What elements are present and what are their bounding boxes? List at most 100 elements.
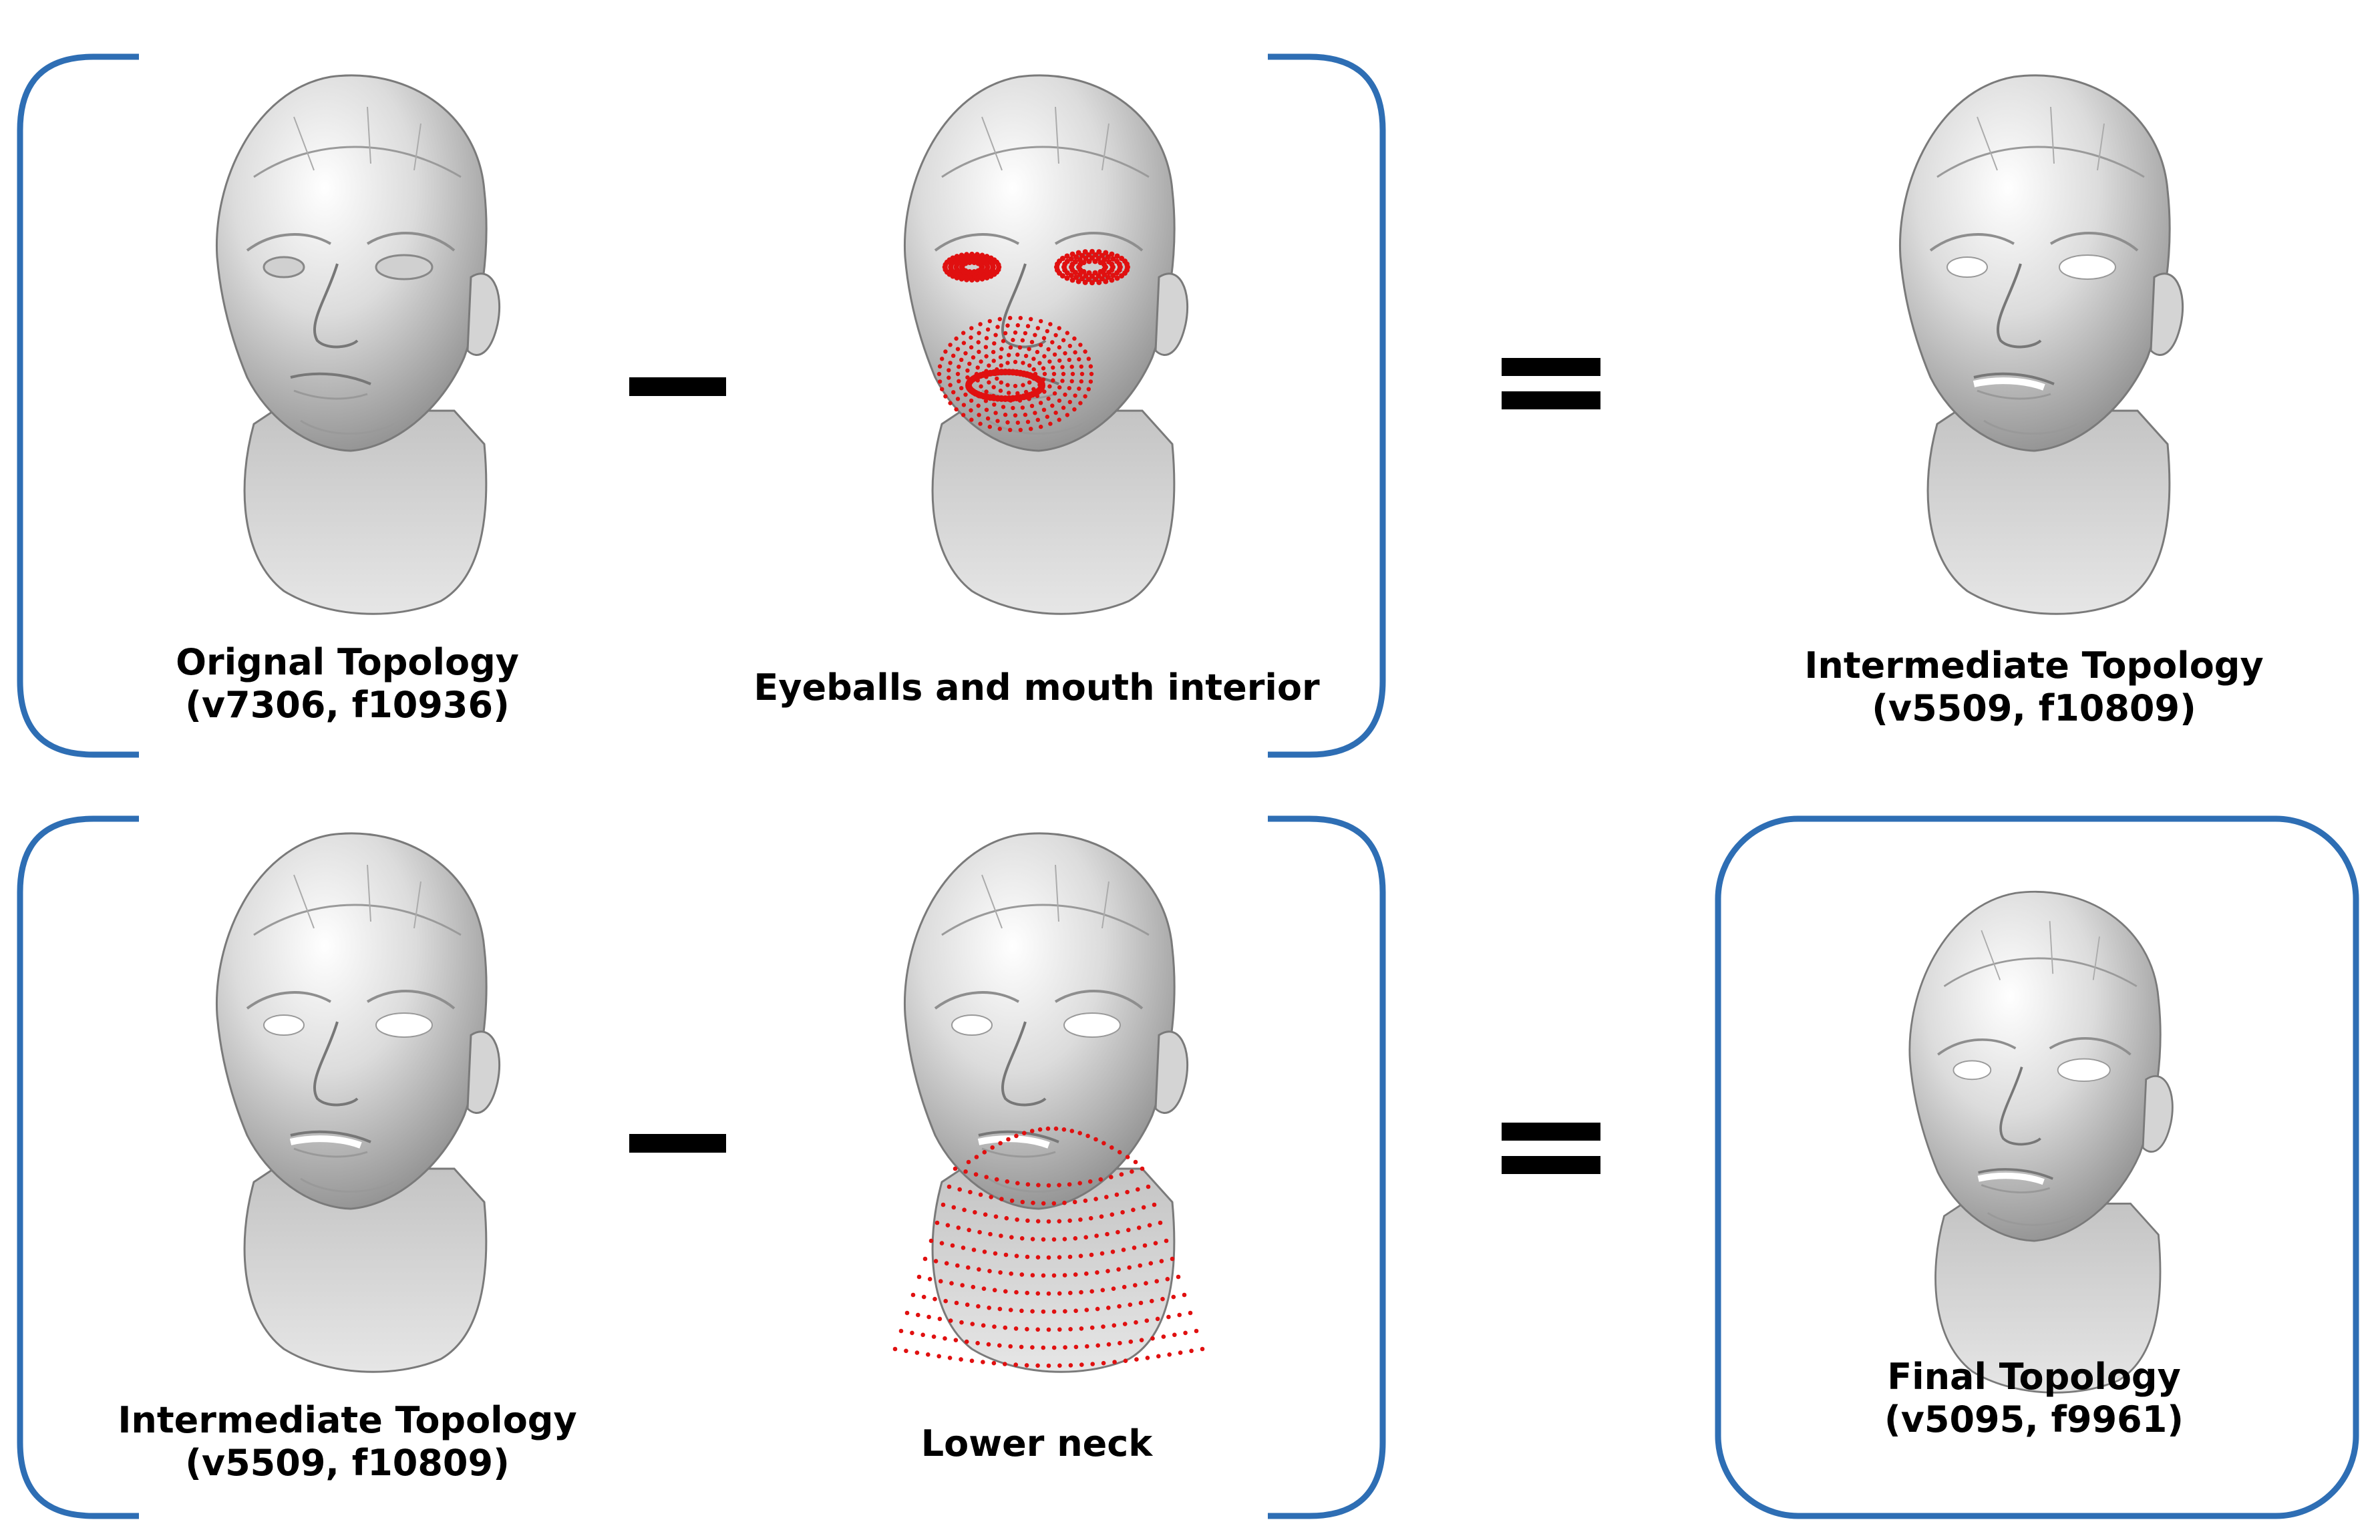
vertex-marker <box>993 1214 999 1219</box>
vertex-marker <box>1116 261 1122 267</box>
vertex-marker <box>945 1223 951 1227</box>
vertex-marker <box>1019 1308 1024 1314</box>
title: Intermediate Topology <box>118 1399 577 1441</box>
vertex-marker <box>1057 326 1061 331</box>
vertex-marker <box>926 1352 930 1357</box>
vertex-marker <box>1079 364 1083 369</box>
vertex-marker <box>1106 1342 1112 1347</box>
vertex-marker <box>988 1231 993 1237</box>
vertex-marker <box>1008 345 1013 350</box>
vertex-marker <box>989 1195 993 1199</box>
vertex-marker <box>939 1241 945 1245</box>
vertex-marker <box>964 1339 969 1344</box>
vertex-marker <box>1057 1183 1061 1187</box>
vertex-marker <box>1061 1127 1067 1132</box>
vertex-marker <box>961 341 967 345</box>
vertex-marker <box>943 394 948 399</box>
vertex-marker <box>1033 333 1037 337</box>
vertex-marker <box>987 363 991 368</box>
mesh-intermediate-topology-input <box>215 831 501 1374</box>
vertex-marker <box>1005 383 1010 387</box>
vertex-marker <box>1125 1189 1130 1195</box>
vertex-marker <box>975 1340 980 1346</box>
vertex-marker <box>969 251 975 257</box>
vertex-marker <box>1050 403 1055 408</box>
equals-sign-row1 <box>1502 358 1600 409</box>
vertex-marker <box>1106 1269 1110 1274</box>
vertex-marker <box>1073 254 1079 260</box>
vertex-marker <box>953 1338 959 1342</box>
vertex-marker <box>1029 340 1035 345</box>
vertex-marker <box>1159 1259 1164 1264</box>
vertex-marker <box>948 343 953 347</box>
vertex-marker <box>1062 1200 1067 1205</box>
vertex-marker <box>1101 1141 1106 1146</box>
vertex-marker <box>974 252 980 258</box>
vertex-marker <box>991 359 996 363</box>
vertex-marker <box>1029 317 1033 321</box>
vertex-marker <box>1103 278 1109 284</box>
title: Eyeballs and mouth interior <box>753 666 1320 709</box>
vertex-marker <box>1101 1360 1106 1366</box>
vertex-marker <box>1077 357 1081 362</box>
vertex-marker <box>1020 1199 1025 1205</box>
vertex-marker <box>959 386 964 391</box>
vertex-marker <box>1117 1150 1122 1155</box>
vertex-marker <box>1099 1251 1105 1256</box>
vertex-marker <box>1072 259 1078 264</box>
vertex-marker <box>955 347 961 351</box>
vertex-marker <box>1051 1237 1057 1242</box>
vertex-marker <box>1048 421 1053 426</box>
vertex-marker <box>1013 413 1018 418</box>
vertex-marker <box>1053 1126 1059 1131</box>
vertex-marker <box>1082 249 1088 255</box>
vertex-marker <box>995 419 1000 423</box>
vertex-marker <box>1128 1339 1134 1344</box>
vertex-marker <box>964 252 970 258</box>
vertex-marker <box>1062 1237 1067 1241</box>
vertex-marker <box>1101 262 1107 268</box>
vertex-marker <box>1068 256 1074 262</box>
vertex-marker <box>990 262 995 268</box>
vertex-marker <box>1007 353 1011 357</box>
vertex-marker <box>1019 1272 1025 1277</box>
vertex-marker <box>1047 359 1052 364</box>
vertex-marker <box>992 1324 997 1329</box>
vertex-marker <box>984 254 990 260</box>
vertex-marker <box>1057 417 1061 422</box>
vertex-marker <box>977 349 981 354</box>
vertex-marker <box>1064 275 1070 281</box>
vertex-marker <box>959 1357 963 1362</box>
vertex-marker <box>970 1322 975 1326</box>
vertex-marker <box>987 380 991 385</box>
vertex-marker <box>998 1141 1003 1146</box>
vertex-marker <box>969 345 974 350</box>
vertex-marker <box>975 365 980 370</box>
vertex-marker <box>1069 251 1075 257</box>
vertex-marker <box>986 1342 991 1347</box>
vertex-marker <box>914 1350 920 1355</box>
vertex-marker <box>999 1197 1004 1201</box>
vertex-marker <box>1178 1350 1183 1355</box>
vertex-marker <box>1025 1218 1030 1223</box>
vertex-marker <box>1035 1291 1041 1296</box>
vertex-marker <box>963 392 968 397</box>
vertex-marker <box>1067 386 1071 391</box>
vertex-marker <box>1081 260 1087 266</box>
vertex-marker <box>1068 1363 1073 1368</box>
vertex-marker <box>1152 1202 1157 1207</box>
vertex-marker <box>1142 1243 1148 1248</box>
vertex-marker <box>948 383 953 387</box>
vertex-marker <box>1039 319 1043 324</box>
vertex-marker <box>1155 1316 1160 1322</box>
vertex-marker <box>937 379 943 384</box>
vertex-marker <box>976 403 981 408</box>
vertex-marker <box>1188 1310 1193 1316</box>
vertex-marker <box>959 1320 964 1325</box>
vertex-marker <box>1079 1326 1084 1331</box>
vertex-marker <box>1146 1184 1151 1189</box>
vertex-marker <box>1015 1217 1019 1222</box>
vertex-marker <box>1088 364 1093 369</box>
vertex-marker <box>1030 1309 1035 1314</box>
title: Orignal Topology <box>176 641 519 683</box>
